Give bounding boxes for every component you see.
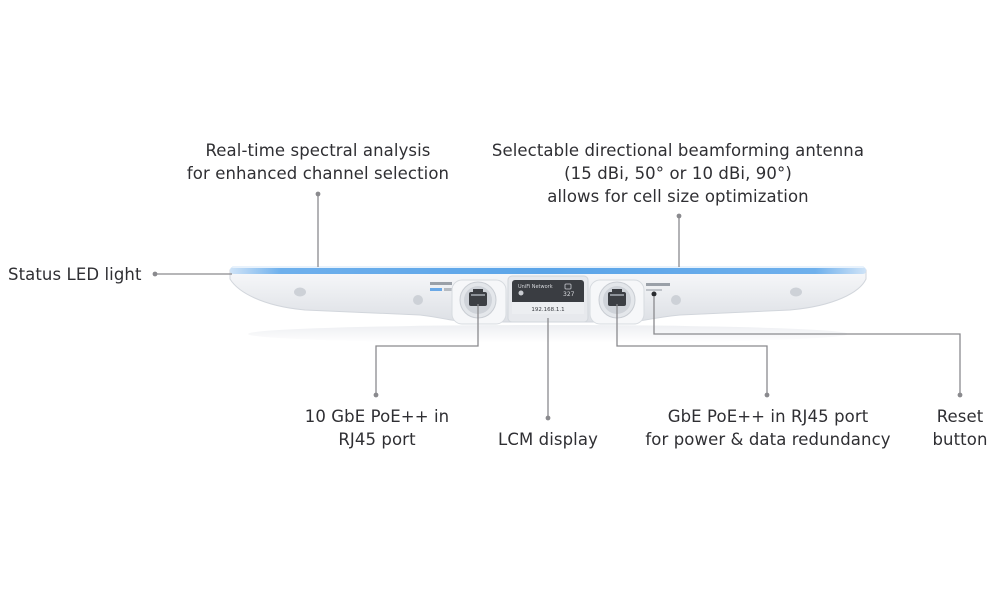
rj45-port-gbe-icon: [598, 281, 636, 319]
callout-10gbe-port: 10 GbE PoE++ in RJ45 port: [287, 405, 467, 451]
leader-dot-10gbe: [373, 392, 379, 398]
reset-label-marking: [646, 283, 670, 286]
lcm-screen-footer: [512, 302, 584, 314]
right-dimple-icon: [790, 287, 802, 297]
callout-gbe-port: GbE PoE++ in RJ45 port for power & data …: [628, 405, 908, 451]
callout-line: allows for cell size optimization: [547, 187, 809, 206]
callout-line: LCM display: [498, 430, 598, 449]
callout-line: GbE PoE++ in RJ45 port: [667, 407, 869, 426]
leader-line-gbe: [616, 304, 768, 395]
lcm-count-text: 327: [563, 291, 575, 298]
callout-line: RJ45 port: [338, 430, 416, 449]
left-inner-dimple-icon: [413, 295, 423, 305]
leader-dot-led: [152, 271, 158, 277]
callout-spectral-analysis: Real-time spectral analysis for enhanced…: [183, 139, 453, 185]
leader-lines: [155, 194, 961, 418]
callout-line: Status LED light: [8, 265, 142, 284]
callout-status-led: Status LED light: [8, 263, 142, 286]
callout-line: (15 dBi, 50° or 10 dBi, 90°): [564, 164, 792, 183]
leader-dot-lcm: [545, 415, 551, 421]
leader-line-10gbe: [375, 304, 479, 395]
lcm-battery-icon: [564, 283, 572, 290]
callout-line: for power & data redundancy: [645, 430, 891, 449]
callout-line: Selectable directional beamforming anten…: [491, 141, 865, 160]
port-label-marking-2: [444, 288, 452, 291]
lcm-brand-text: UniFi Network: [518, 284, 553, 290]
reset-button-hole-icon: [651, 291, 657, 297]
reset-label-marking-2: [646, 289, 662, 291]
callout-beamforming-antenna: Selectable directional beamforming anten…: [478, 139, 878, 208]
leader-dot-gbe: [764, 392, 770, 398]
leader-dot-reset: [957, 392, 963, 398]
status-led-strip: [230, 267, 866, 274]
port-label-marking: [430, 282, 452, 285]
leader-dot-spectral: [315, 191, 321, 197]
led-strip-highlight: [232, 266, 864, 268]
lcm-ip-text: 192.168.1.1: [531, 307, 564, 313]
leader-dots: [152, 191, 963, 421]
rj45-port-10gbe-icon: [459, 281, 497, 319]
port-label-marking-blue: [430, 288, 442, 291]
leader-dot-antenna: [676, 213, 682, 219]
left-dimple-icon: [294, 287, 306, 297]
callout-line: 10 GbE PoE++ in: [304, 407, 450, 426]
callout-line: Reset: [936, 407, 984, 426]
leader-line-reset: [653, 296, 961, 395]
callout-reset-button: Reset button: [915, 405, 1000, 451]
callout-line: Real-time spectral analysis: [205, 141, 431, 160]
callout-line: button: [932, 430, 988, 449]
lcm-network-icon: [518, 290, 524, 296]
callout-line: for enhanced channel selection: [186, 164, 450, 183]
callout-lcm-display: LCM display: [478, 428, 618, 451]
right-inner-dimple-icon: [671, 295, 681, 305]
